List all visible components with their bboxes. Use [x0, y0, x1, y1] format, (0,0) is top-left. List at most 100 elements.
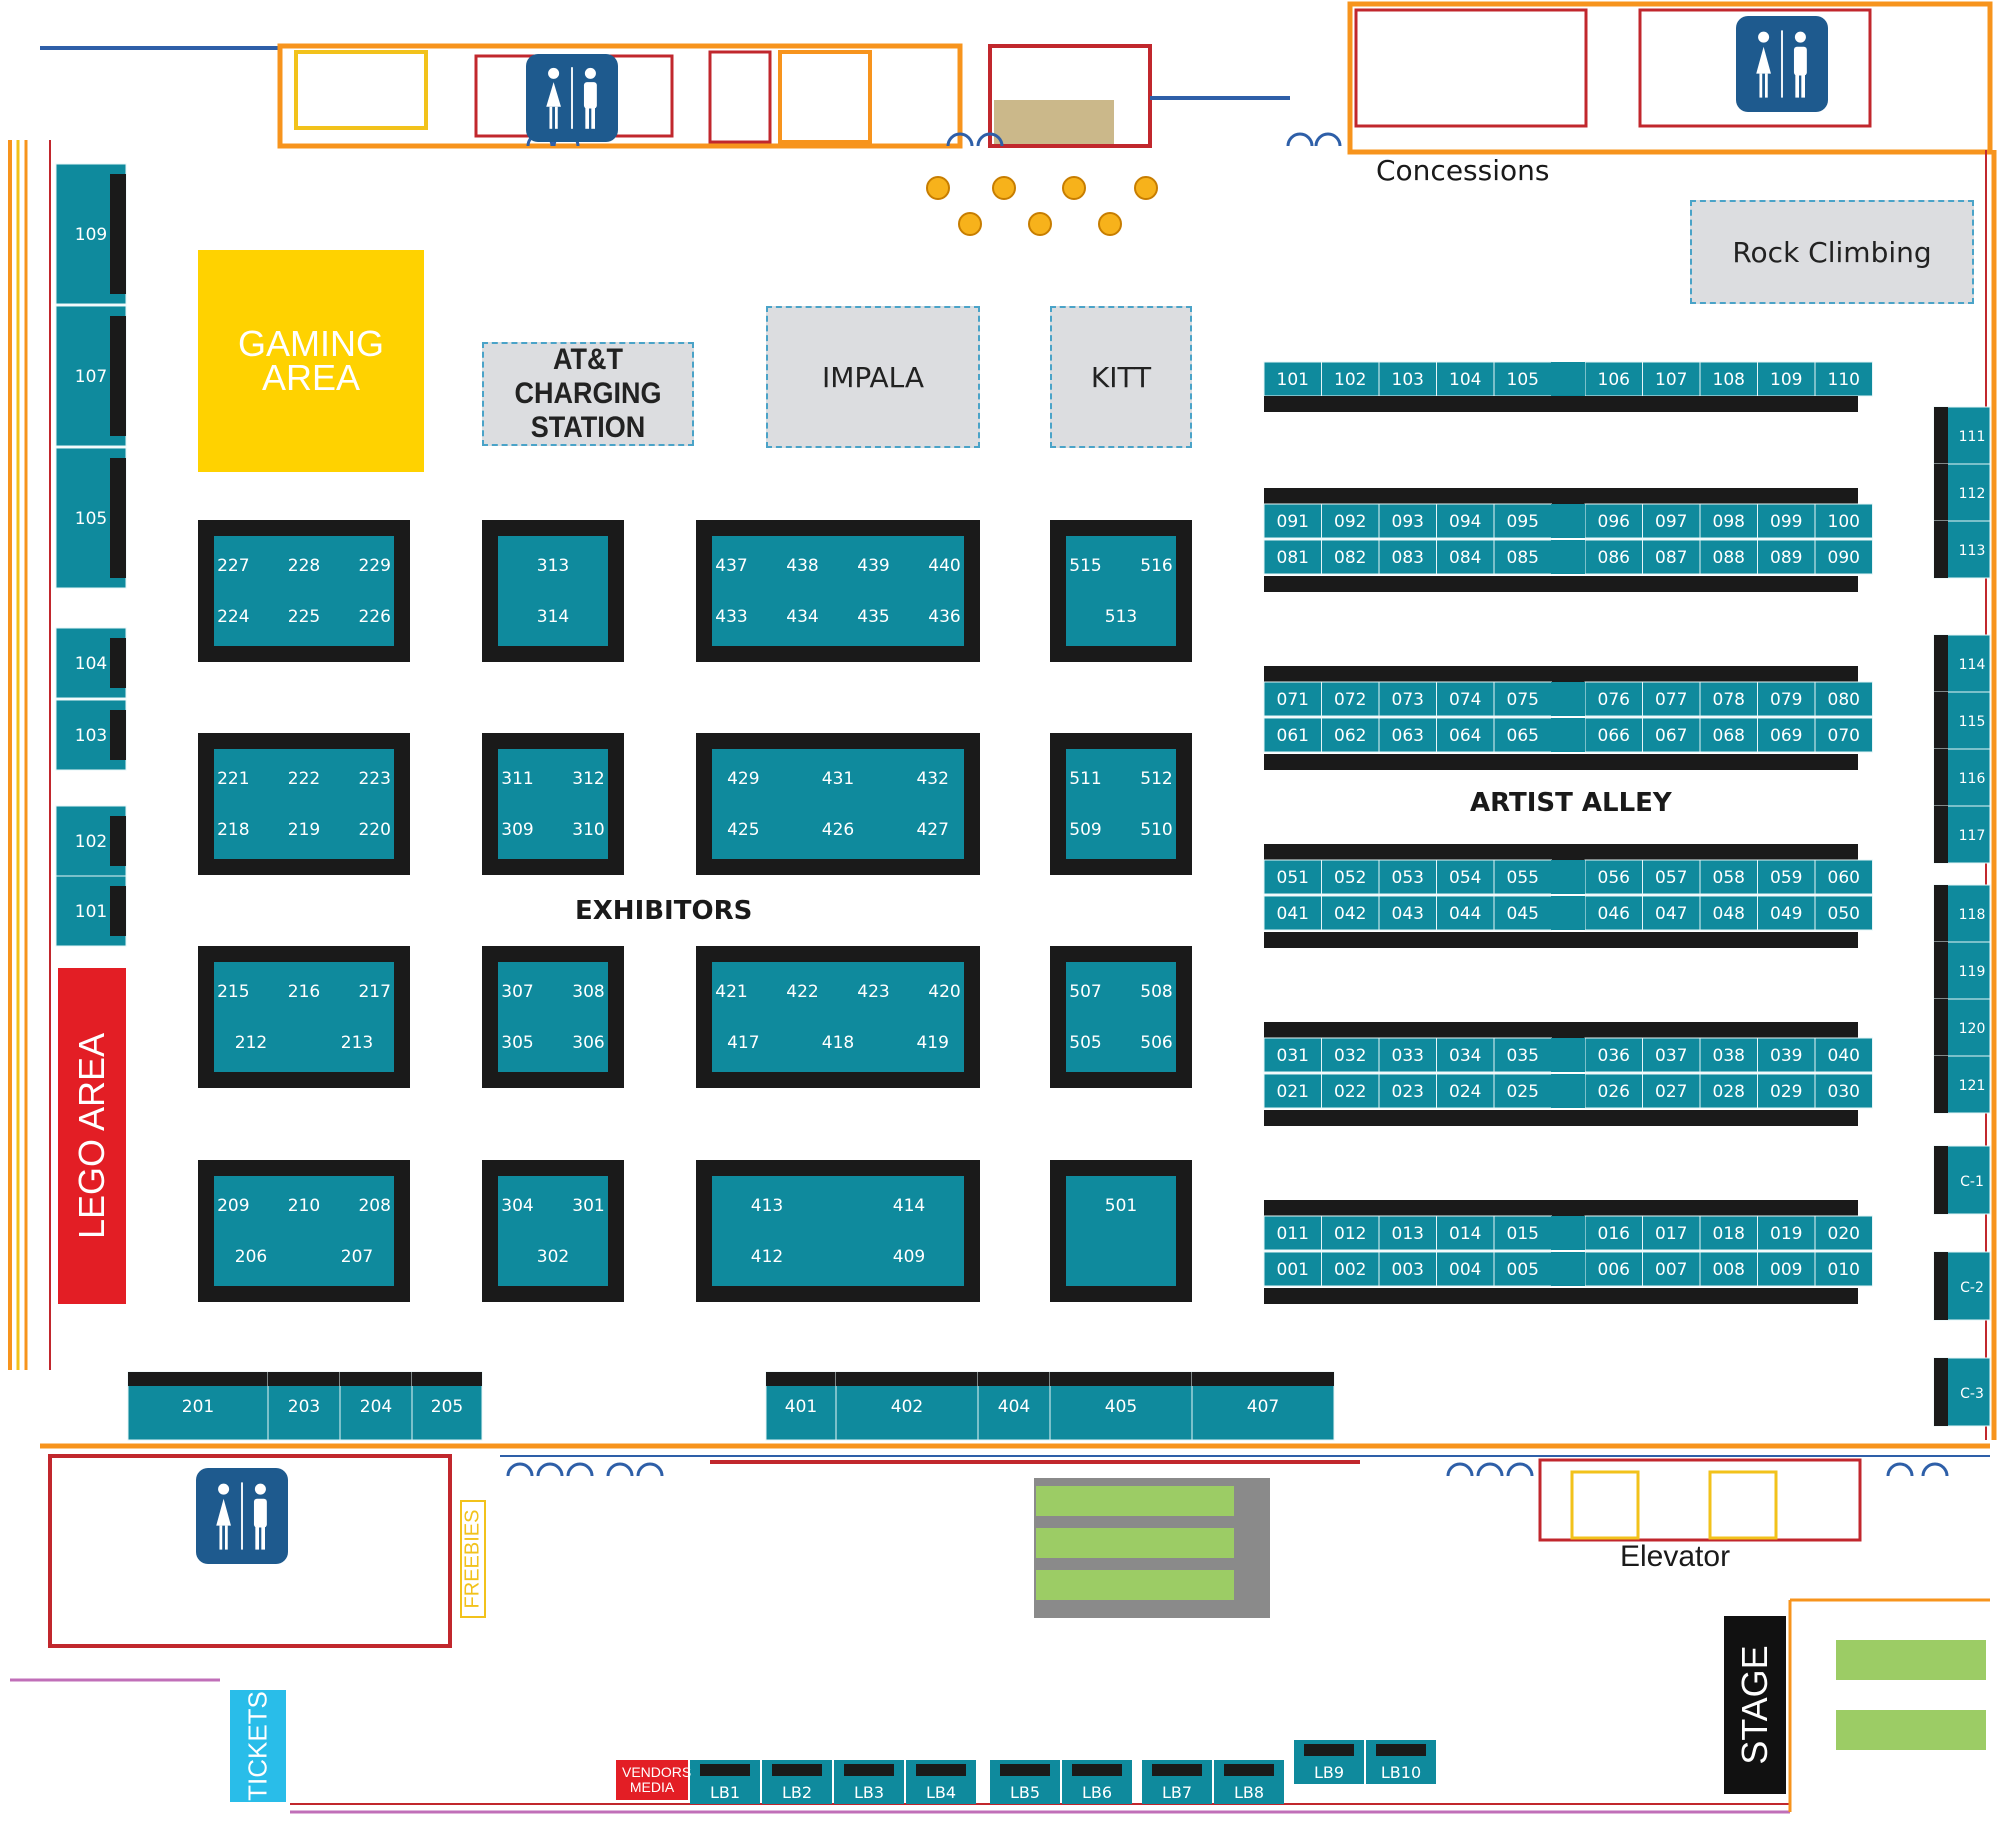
booth-artist-alley[interactable] — [1321, 1251, 1380, 1287]
booth-artist-alley[interactable] — [1436, 859, 1495, 895]
booth-artist-alley[interactable] — [1378, 1037, 1437, 1073]
booth-artist-alley[interactable] — [1814, 1251, 1873, 1287]
booth-artist-alley[interactable] — [1814, 681, 1873, 717]
booth-artist-alley[interactable] — [1493, 681, 1552, 717]
booth-artist-alley[interactable] — [1642, 503, 1701, 539]
booth-artist-alley[interactable] — [1699, 1073, 1758, 1109]
booth-artist-alley[interactable] — [1436, 1073, 1495, 1109]
booth-artist-alley[interactable] — [1436, 895, 1495, 931]
booth-artist-alley[interactable] — [1584, 681, 1643, 717]
booth-artist-alley[interactable] — [1584, 859, 1643, 895]
booth-artist-alley[interactable] — [1493, 1073, 1552, 1109]
rock-climbing-area[interactable]: Rock Climbing — [1690, 200, 1974, 304]
booth-artist-alley[interactable] — [1321, 539, 1380, 575]
booth-artist-alley[interactable] — [1263, 1251, 1322, 1287]
booth-artist-alley[interactable] — [1378, 1215, 1437, 1251]
booth-artist-alley[interactable] — [1642, 681, 1701, 717]
booth-artist-alley[interactable] — [1378, 503, 1437, 539]
booth-artist-alley[interactable] — [1699, 539, 1758, 575]
booth-artist-alley[interactable] — [1814, 539, 1873, 575]
booth-artist-alley[interactable] — [1493, 1215, 1552, 1251]
exhibitor-block[interactable] — [482, 946, 624, 1088]
exhibitor-block[interactable] — [198, 1160, 410, 1302]
booth-artist-alley[interactable] — [1814, 1037, 1873, 1073]
exhibitor-block[interactable] — [482, 520, 624, 662]
booth-artist-alley[interactable] — [1642, 895, 1701, 931]
booth-artist-alley[interactable] — [1642, 717, 1701, 753]
booth-artist-alley[interactable] — [1378, 361, 1437, 397]
booth-artist-alley[interactable] — [1263, 1037, 1322, 1073]
booth-artist-alley[interactable] — [1757, 717, 1816, 753]
booth-artist-alley[interactable] — [1814, 895, 1873, 931]
booth-artist-alley[interactable] — [1378, 895, 1437, 931]
booth-artist-alley[interactable] — [1493, 503, 1552, 539]
booth-artist-alley[interactable] — [1321, 1073, 1380, 1109]
exhibitor-block[interactable] — [198, 733, 410, 875]
booth-artist-alley[interactable] — [1436, 503, 1495, 539]
exhibitor-block[interactable] — [696, 1160, 980, 1302]
exhibitor-block[interactable] — [482, 733, 624, 875]
booth-artist-alley[interactable] — [1757, 361, 1816, 397]
booth-artist-alley[interactable] — [1263, 895, 1322, 931]
booth-artist-alley[interactable] — [1699, 1037, 1758, 1073]
stage-area[interactable]: STAGE — [1724, 1616, 1786, 1794]
booth-artist-alley[interactable] — [1436, 717, 1495, 753]
lego-area[interactable]: LEGO AREA — [58, 968, 126, 1304]
booth-artist-alley[interactable] — [1321, 681, 1380, 717]
booth-artist-alley[interactable] — [1263, 1215, 1322, 1251]
booth-artist-alley[interactable] — [1757, 1251, 1816, 1287]
booth-artist-alley[interactable] — [1699, 717, 1758, 753]
exhibitor-block[interactable] — [1050, 946, 1192, 1088]
booth-artist-alley[interactable] — [1436, 1251, 1495, 1287]
booth-artist-alley[interactable] — [1814, 1073, 1873, 1109]
restroom-icon[interactable] — [196, 1468, 288, 1564]
booth-artist-alley[interactable] — [1584, 895, 1643, 931]
booth-artist-alley[interactable] — [1584, 1215, 1643, 1251]
booth-artist-alley[interactable] — [1378, 859, 1437, 895]
booth-artist-alley[interactable] — [1699, 859, 1758, 895]
exhibitor-block[interactable] — [198, 946, 410, 1088]
impala-area[interactable]: IMPALA — [766, 306, 980, 448]
booth-artist-alley[interactable] — [1263, 681, 1322, 717]
booth-artist-alley[interactable] — [1642, 1251, 1701, 1287]
booth-artist-alley[interactable] — [1321, 717, 1380, 753]
booth-artist-alley[interactable] — [1584, 361, 1643, 397]
booth-artist-alley[interactable] — [1378, 1073, 1437, 1109]
booth-artist-alley[interactable] — [1378, 539, 1437, 575]
vendors-media-booth[interactable]: VENDORS MEDIA — [616, 1760, 691, 1800]
booth-artist-alley[interactable] — [1436, 681, 1495, 717]
exhibitor-block[interactable] — [696, 520, 980, 662]
booth-artist-alley[interactable] — [1757, 895, 1816, 931]
booth-artist-alley[interactable] — [1642, 1073, 1701, 1109]
booth-artist-alley[interactable] — [1321, 859, 1380, 895]
booth-artist-alley[interactable] — [1699, 1251, 1758, 1287]
tickets-booth[interactable]: TICKETS — [230, 1690, 286, 1802]
booth-artist-alley[interactable] — [1436, 1215, 1495, 1251]
booth-artist-alley[interactable] — [1436, 361, 1495, 397]
booth-artist-alley[interactable] — [1642, 361, 1701, 397]
exhibitor-block[interactable] — [696, 946, 980, 1088]
exhibitor-block[interactable] — [1050, 1160, 1192, 1302]
booth-artist-alley[interactable] — [1321, 503, 1380, 539]
gaming-area[interactable]: GAMING AREA — [198, 250, 424, 472]
booth-artist-alley[interactable] — [1757, 681, 1816, 717]
booth-artist-alley[interactable] — [1757, 859, 1816, 895]
booth-artist-alley[interactable] — [1493, 717, 1552, 753]
booth-artist-alley[interactable] — [1699, 503, 1758, 539]
booth-artist-alley[interactable] — [1321, 1215, 1380, 1251]
booth-artist-alley[interactable] — [1263, 361, 1322, 397]
booth-artist-alley[interactable] — [1814, 361, 1873, 397]
exhibitor-block[interactable] — [696, 733, 980, 875]
booth-artist-alley[interactable] — [1814, 1215, 1873, 1251]
booth-artist-alley[interactable] — [1263, 717, 1322, 753]
booth-artist-alley[interactable] — [1436, 1037, 1495, 1073]
booth-artist-alley[interactable] — [1493, 1251, 1552, 1287]
restroom-icon[interactable] — [526, 54, 618, 142]
booth-artist-alley[interactable] — [1493, 859, 1552, 895]
booth-artist-alley[interactable] — [1584, 503, 1643, 539]
booth-artist-alley[interactable] — [1642, 539, 1701, 575]
booth-artist-alley[interactable] — [1814, 859, 1873, 895]
booth-artist-alley[interactable] — [1814, 717, 1873, 753]
exhibitor-block[interactable] — [1050, 733, 1192, 875]
kitt-area[interactable]: KITT — [1050, 306, 1192, 448]
